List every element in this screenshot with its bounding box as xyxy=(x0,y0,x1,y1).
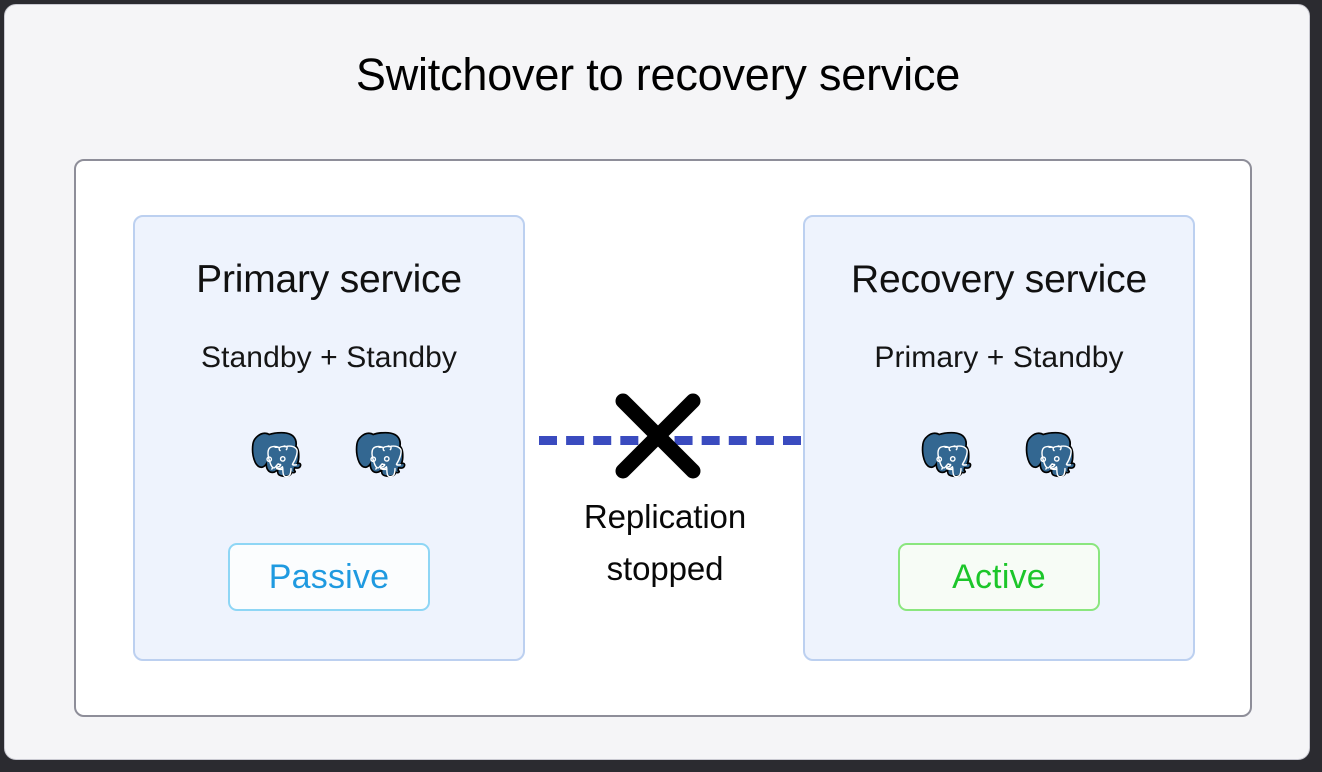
postgresql-elephant-icon xyxy=(1018,421,1084,489)
postgresql-elephant-icon xyxy=(244,421,310,489)
service-box-primary: Primary service Standby + Standby xyxy=(133,215,525,661)
cross-mark-icon xyxy=(615,393,701,479)
service-box-recovery: Recovery service Primary + Standby xyxy=(803,215,1195,661)
node-row-recovery xyxy=(805,421,1193,489)
service-subtitle-recovery: Primary + Standby xyxy=(874,341,1124,374)
replication-label-line-1: Replication xyxy=(583,498,747,535)
status-badge-label: Passive xyxy=(268,557,390,596)
replication-link: Replication stopped xyxy=(525,376,805,616)
postgresql-elephant-icon xyxy=(348,421,414,489)
replication-label-line-2: stopped xyxy=(606,550,724,588)
replication-label: Replication stopped xyxy=(525,491,805,595)
service-title-primary: Primary service xyxy=(196,258,462,301)
service-subtitle-primary: Standby + Standby xyxy=(200,341,458,374)
diagram-canvas: Switchover to recovery service Primary s… xyxy=(4,4,1310,760)
service-title-recovery: Recovery service xyxy=(851,258,1147,301)
page-title: Switchover to recovery service xyxy=(355,49,961,100)
status-badge-label: Active xyxy=(952,557,1046,596)
postgresql-elephant-icon xyxy=(914,421,980,489)
diagram-panel: Primary service Standby + Standby xyxy=(74,159,1252,717)
node-row-primary xyxy=(135,421,523,489)
status-badge-primary: Passive xyxy=(228,543,430,611)
status-badge-recovery: Active xyxy=(898,543,1100,611)
